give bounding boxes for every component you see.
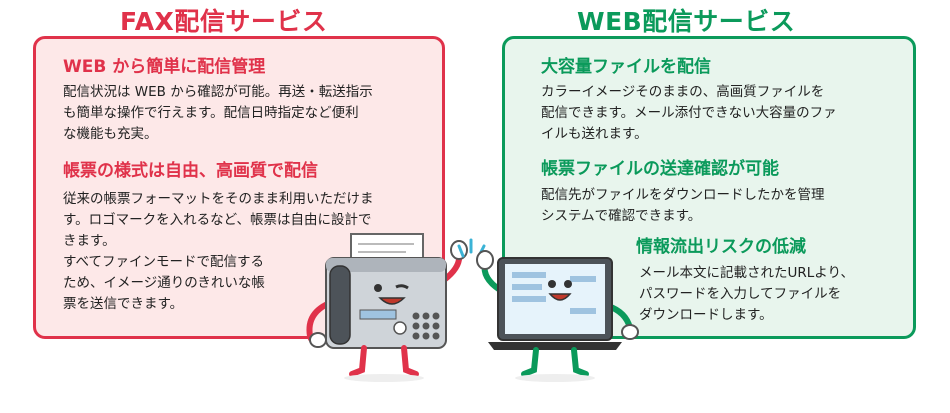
text-line: 票を送信できます。 — [63, 296, 184, 312]
fax-text-web-management: 配信状況は WEB から確認が可能。再送・転送指示 も簡単な操作で行えます。配信… — [63, 82, 373, 145]
web-heading-delivery-confirm: 帳票ファイルの送達確認が可能 — [541, 159, 779, 179]
fax-service-title: FAX配信サービス — [120, 7, 328, 36]
text-line: 配信先がファイルをダウンロードしたかを管理 — [541, 187, 825, 203]
laptop-character-icon — [476, 250, 639, 382]
fax-service-panel: WEB から簡単に配信管理 配信状況は WEB から確認が可能。再送・転送指示 … — [33, 36, 445, 339]
web-service-title: WEB配信サービス — [577, 7, 796, 36]
fax-text-free-format: 従来の帳票フォーマットをそのまま利用いただけま す。ロゴマークを入れるなど、帳票… — [63, 189, 374, 315]
web-text-leak-risk: メール本文に記載されたURLより、 パスワードを入力してファイルを ダウンロード… — [639, 263, 854, 326]
fax-heading-web-management: WEB から簡単に配信管理 — [63, 57, 266, 77]
text-line: な機能も充実。 — [63, 126, 158, 142]
web-text-large-file: カラーイメージそのままの、高画質ファイルを 配信できます。メール添付できない大容… — [541, 82, 837, 145]
text-line: も簡単な操作で行えます。配信日時指定など便利 — [63, 105, 359, 121]
text-line: イルも送れます。 — [541, 126, 648, 142]
text-line: カラーイメージそのままの、高画質ファイルを — [541, 84, 825, 100]
text-line: ダウンロードします。 — [639, 307, 773, 323]
text-line: すべてファインモードで配信する — [63, 254, 265, 270]
text-line: きます。 — [63, 233, 116, 249]
fax-machine-character-icon — [306, 233, 468, 382]
text-line: す。ロゴマークを入れるなど、帳票は自由に設計で — [63, 212, 372, 228]
fax-heading-free-format: 帳票の様式は自由、高画質で配信 — [63, 161, 318, 181]
text-line: メール本文に記載されたURLより、 — [639, 265, 854, 281]
text-line: 配信できます。メール添付できない大容量のファ — [541, 105, 837, 121]
text-line: 配信状況は WEB から確認が可能。再送・転送指示 — [63, 84, 373, 100]
text-line: ため、イメージ通りのきれいな帳 — [63, 275, 265, 291]
web-heading-leak-risk: 情報流出リスクの低減 — [636, 237, 806, 257]
web-text-delivery-confirm: 配信先がファイルをダウンロードしたかを管理 システムで確認できます。 — [541, 185, 825, 227]
web-heading-large-file: 大容量ファイルを配信 — [541, 57, 711, 77]
text-line: システムで確認できます。 — [541, 208, 702, 224]
text-line: パスワードを入力してファイルを — [639, 286, 842, 302]
text-line: 従来の帳票フォーマットをそのまま利用いただけま — [63, 191, 374, 207]
